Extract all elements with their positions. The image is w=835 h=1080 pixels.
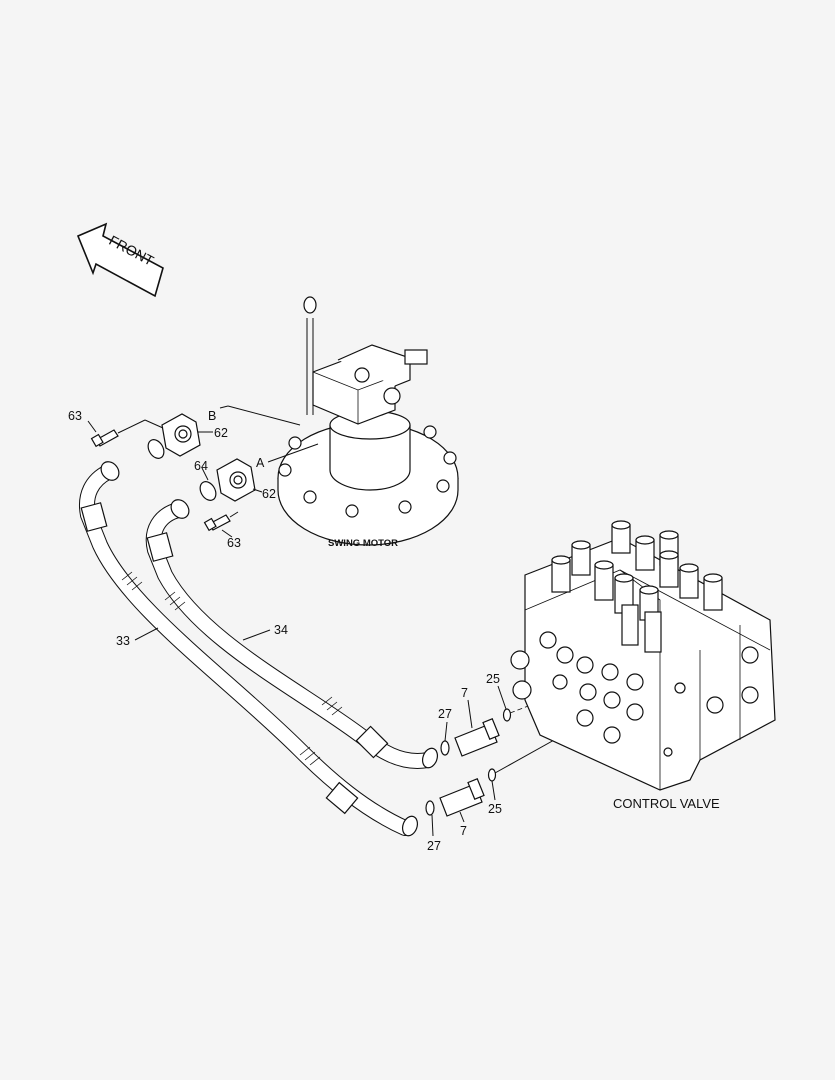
callout-25-lower: 25 [488,802,502,816]
bolt-63-upper [90,429,119,448]
flange-assembly-mid [199,458,263,538]
callout-27-lower: 27 [427,839,441,853]
valve-ports [510,631,759,744]
port-label-a: A [256,456,265,470]
hose-34 [145,499,439,769]
callout-7-lower: 7 [460,824,467,838]
callout-64: 64 [194,459,208,473]
callout-7-upper: 7 [461,686,468,700]
port-label-b: B [208,409,216,423]
swing-motor: SWING MOTOR [277,296,459,549]
callout-62-mid: 62 [262,487,276,501]
front-arrow: FRONT [76,222,164,298]
flange-bolts [278,425,457,518]
callout-63-top: 63 [68,409,82,423]
callout-62-top: 62 [214,426,228,440]
callout-33: 33 [116,634,130,648]
control-valve-caption: CONTROL VALVE [613,796,720,811]
callout-63-mid: 63 [227,536,241,550]
fitting-group-lower [425,768,497,837]
callout-27-upper: 27 [438,707,452,721]
valve-spool-caps [551,520,723,757]
hose-33 [79,461,419,837]
flange-assembly-upper [87,413,213,459]
control-valve: CONTROL VALVE [510,520,776,811]
fitting-group-upper [440,685,512,757]
bolt-63-mid [203,514,231,532]
swing-motor-caption: SWING MOTOR [328,538,398,549]
callout-25-upper: 25 [486,672,500,686]
callout-34: 34 [274,623,288,637]
